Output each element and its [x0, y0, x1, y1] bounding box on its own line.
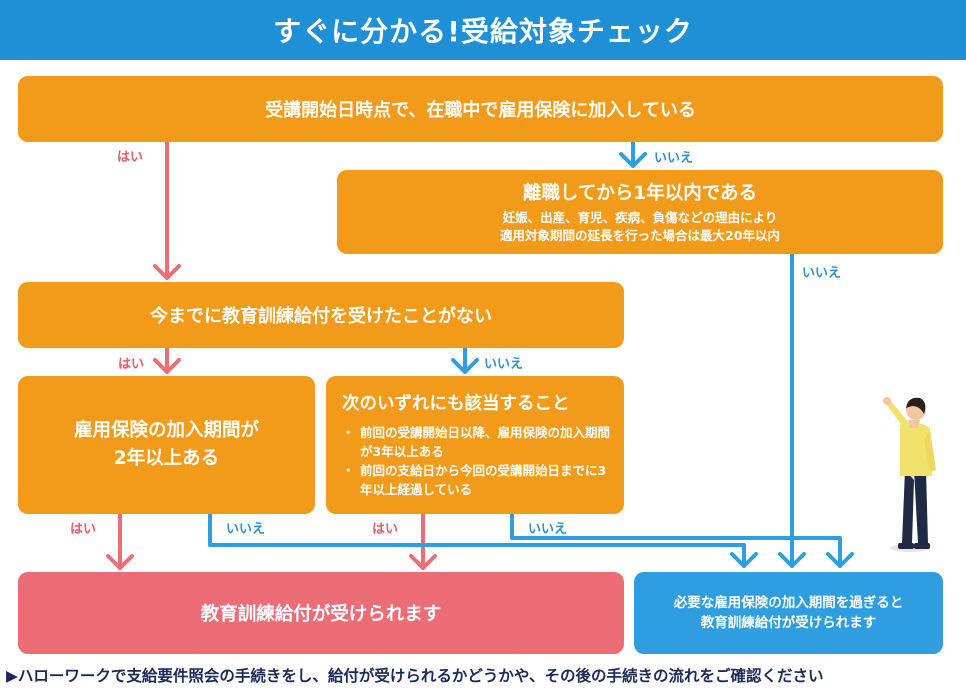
question-insured-two-years-line1: 雇用保険の加入期間が [73, 420, 259, 441]
label-yes-q1: はい [117, 150, 144, 165]
result-eligible-after-period: 必要な雇用保険の加入期間を過ぎると 教育訓練給付が受けられます [634, 572, 943, 654]
result-after-period-line1: 必要な雇用保険の加入期間を過ぎると [673, 595, 904, 611]
question-left-job-within-year: 離職してから1年以内である 妊娠、出産、育児、疾病、負傷などの理由により 適用対… [337, 170, 943, 254]
condition-item-1: 前回の受講開始日以降、雇用保険の加入期間が3年以上ある [342, 423, 612, 461]
label-no-q1: いいえ [654, 151, 694, 166]
result-eligible: 教育訓練給付が受けられます [18, 572, 624, 654]
label-no-q2: いいえ [802, 266, 842, 281]
question-insured-two-years: 雇用保険の加入期間が 2年以上ある [18, 376, 315, 514]
label-yes-q3: はい [118, 357, 145, 372]
page-title: すぐに分かる!受給対象チェック [0, 0, 966, 60]
question-never-received-benefit: 今までに教育訓練給付を受けたことがない [18, 282, 624, 348]
question-both-conditions: 次のいずれにも該当すること 前回の受講開始日以降、雇用保険の加入期間が3年以上あ… [326, 376, 624, 514]
result-eligible-text: 教育訓練給付が受けられます [200, 604, 442, 625]
result-after-period-line2: 教育訓練給付が受けられます [700, 615, 877, 631]
question-never-received-text: 今までに教育訓練給付を受けたことがない [150, 306, 492, 327]
arrow-q4-no [208, 512, 746, 568]
label-no-q3: いいえ [484, 357, 524, 372]
label-yes-q4: はい [70, 522, 97, 537]
question-left-job-title: 離職してから1年以内である [522, 183, 758, 204]
question-both-conditions-title: 次のいずれにも該当すること [342, 394, 570, 414]
question-insured-two-years-line2: 2年以上ある [113, 448, 220, 469]
footer-note: ▶ハローワークで支給要件照会の手続きをし、給付が受けられるかどうかや、その後の手… [6, 667, 824, 685]
label-no-q4: いいえ [226, 522, 266, 537]
question-left-job-note-1: 妊娠、出産、育児、疾病、負傷などの理由により [502, 210, 778, 225]
condition-item-2: 前回の支給日から今回の受講開始日までに3年以上経過している [342, 461, 612, 499]
arrow-q5-no [510, 512, 842, 568]
question-employed-insured: 受講開始日時点で、在職中で雇用保険に加入している [18, 76, 943, 142]
label-no-q5: いいえ [528, 522, 568, 537]
label-yes-q5: はい [372, 522, 399, 537]
question-employed-insured-text: 受講開始日時点で、在職中で雇用保険に加入している [265, 100, 696, 121]
person-illustration [883, 397, 936, 552]
question-left-job-note-2: 適用対象期間の延長を行った場合は最大20年以内 [500, 228, 780, 243]
